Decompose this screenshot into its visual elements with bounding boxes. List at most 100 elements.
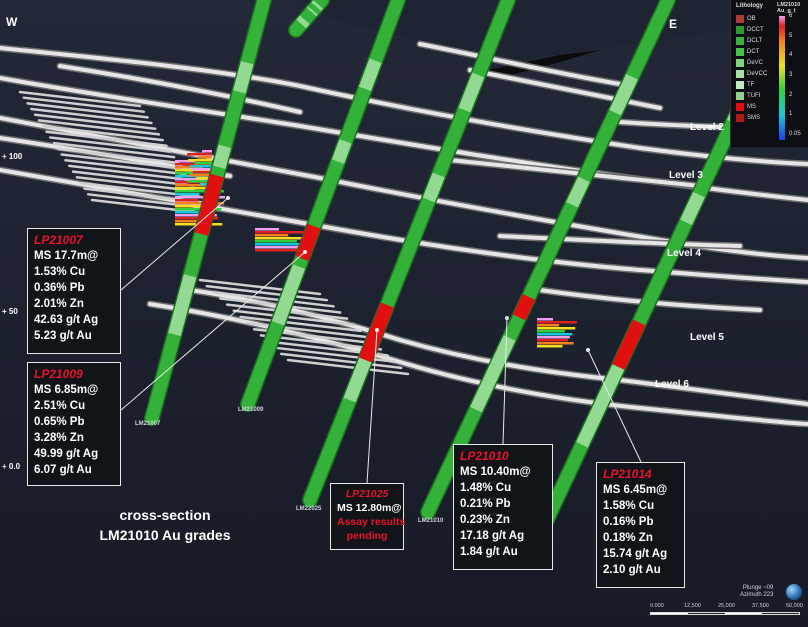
lithology-swatch [736,47,744,56]
assay-interval [255,240,297,243]
ore-drive [239,315,362,333]
ore-drive [41,124,164,142]
lithology-code: OB [747,15,756,22]
callout-lp21010-line: 1.84 g/t Au [460,546,518,558]
leader-end [303,250,307,254]
assay-interval [175,190,224,193]
assay-interval [192,171,212,174]
drillhole-lithology-segment [566,176,590,208]
plunge-readout: Plunge ~09 [742,585,774,591]
massive-sulphide-interval [358,302,394,363]
assay-interval [255,249,302,252]
ore-drive [64,158,187,176]
callout-lp21007-line: 5.23 g/t Au [34,330,92,342]
callout-lp21010-line: 0.21% Pb [460,498,511,510]
ore-drive [198,278,322,296]
ore-drive [33,113,157,130]
ore-drive [68,164,191,182]
level-3-label: Level 3 [669,170,703,181]
grade-scale-tick: 0.05 [789,131,801,137]
assay-interval [537,321,577,324]
callout-lp21007-line: 2.01% Zn [34,298,84,310]
drillhole-lithology-segment [233,61,254,94]
assay-interval [175,196,225,199]
assay-interval [191,168,212,171]
lithology-code: DeVCC [747,70,768,77]
level-2-label: Level 2 [690,122,724,133]
callout-lp21007-id: LP21007 [34,233,83,247]
callout-lp21025-pending: Assay results [337,516,406,528]
scale-bar-label: 50,000 [786,603,803,609]
callout-lp21010-line: 17.18 g/t Ag [460,530,525,542]
globe-icon [786,584,802,600]
drillhole-lithology-segment [358,58,382,92]
lithology-legend-title: Lithology [736,3,763,9]
assay-interval [199,183,212,186]
callout-lp21010-line: MS 10.40m@ [460,466,531,478]
grade-scale-tick: 6 [789,13,793,19]
tunnel [58,64,302,114]
lithology-swatch [736,58,744,67]
grade-scale-tick: 4 [789,52,793,59]
leader-line [120,197,229,291]
ore-drive [246,321,369,339]
assay-interval [187,153,212,156]
leader-line [120,251,306,411]
grade-legend-title: LM21010 Au_g_t [777,2,800,14]
lithology-legend-item: TUFI [736,90,767,101]
callout-lp21007: LP21007 MS 17.7m@ 1.53% Cu 0.36% Pb 2.01… [27,228,121,354]
callout-lp21009-line: 2.51% Cu [34,400,86,412]
drillhole-lithology-segment [271,264,306,326]
assay-interval [175,208,222,211]
lithology-code: TUFI [747,92,761,99]
lithology-swatch [736,102,744,111]
assay-interval [175,178,216,181]
leader-end [586,348,590,352]
lithology-code: DCT [747,48,760,55]
tunnel [0,46,808,166]
leader-line [502,317,508,445]
elevation-tick-0: + 0.0 [2,462,21,471]
hole-label-lm22025: LM22025 [296,506,322,512]
assay-interval [175,199,199,202]
hole-label-lm21009: LM21009 [238,407,264,413]
callout-lp21025-pending: pending [346,530,388,542]
lithology-legend-item: DeVCC [736,68,767,79]
callout-lp21010-id: LP21010 [460,449,509,463]
scale-bar-line [650,612,800,615]
section-title-line: cross-section [119,507,211,523]
ore-drive [30,107,153,125]
assay-interval [187,180,212,183]
callout-leaders [120,196,642,484]
callout-lp21009-line: 3.28% Zn [34,432,84,444]
assay-interval [175,220,211,223]
grade-scale-tick: 3 [789,72,793,78]
lithology-code: SMS [747,114,761,121]
massive-sulphide-interval [194,173,224,236]
assay-interval [255,243,308,246]
callout-lp21007-line: MS 17.7m@ [34,250,99,262]
assay-interval [175,211,213,214]
grade-legend-title-line: LM21010 [777,2,801,8]
assay-interval [537,345,563,348]
level-6-label: Level 6 [655,379,689,390]
lithology-legend-item: DCCT [736,24,767,35]
lithology-legend-item: DeVC [736,57,767,68]
scale-bar-label: 12,500 [684,603,701,609]
lithology-code: DCLT [747,37,763,44]
drillhole-lithology-segment [576,364,625,448]
lithology-code: TF [747,81,755,88]
compass-west-label: W [6,15,18,29]
callout-lp21009-line: 0.65% Pb [34,416,85,428]
assay-interval [175,187,207,190]
callout-lp21009-line: 49.99 g/t Ag [34,448,99,460]
lithology-code: DCCT [747,26,764,33]
scale-bar-label: 25,000 [718,603,735,609]
lithology-swatch [736,113,744,122]
assay-interval [255,231,315,234]
ore-drive [22,96,146,113]
grade-scale-tick: 1 [789,111,793,118]
tunnel [0,76,808,202]
